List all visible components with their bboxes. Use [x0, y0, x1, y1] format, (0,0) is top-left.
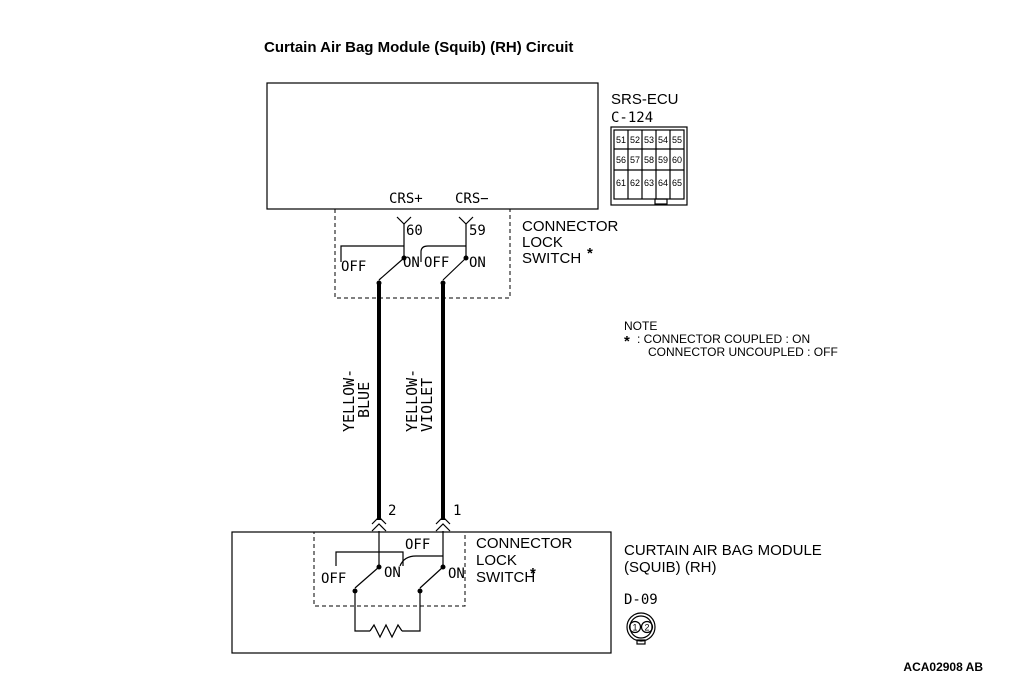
module-pin: 2	[644, 623, 649, 633]
ecu-lock-switch-label: LOCK	[522, 234, 563, 251]
module-lock-switch-label: SWITCH	[476, 569, 535, 586]
ecu-lock-switch-label: SWITCH	[522, 250, 581, 267]
ecu-pin: 58	[644, 155, 654, 165]
module-switch-on-label: ON	[384, 565, 401, 581]
ecu-pin: 62	[630, 178, 640, 188]
ecu-pin: 51	[616, 135, 626, 145]
module-switch-on-label: ON	[448, 566, 465, 582]
figure-code: ACA02908 AB	[903, 660, 983, 674]
ecu-pin: 59	[658, 155, 668, 165]
note-heading: NOTE	[624, 319, 657, 333]
ecu-terminal-signal: CRS−	[455, 191, 489, 207]
ecu-pin: 64	[658, 178, 668, 188]
srs-ecu-label: SRS-ECU	[611, 91, 679, 108]
wire-label-yellow-blue: YELLOW- BLUE	[340, 369, 373, 432]
module-name: (SQUIB) (RH)	[624, 559, 717, 576]
ecu-pin: 52	[630, 135, 640, 145]
srs-ecu-connector-id: C-124	[611, 110, 653, 126]
srs-ecu-box	[266, 82, 599, 210]
module-lock-switch-right	[399, 555, 446, 594]
svg-text:YELLOW-: YELLOW-	[340, 369, 358, 432]
module-terminal-number: 1	[453, 503, 461, 519]
ecu-lock-switch-label: CONNECTOR	[522, 218, 619, 235]
ecu-switch-off-label: OFF	[341, 259, 366, 275]
note-line: : CONNECTOR COUPLED : ON	[637, 332, 810, 346]
module-terminal-arrows	[371, 516, 451, 532]
note-asterisk: *	[624, 333, 630, 350]
ecu-pin-number: 60	[406, 223, 423, 239]
ecu-terminal-signal: CRS+	[389, 191, 423, 207]
ecu-pin: 53	[644, 135, 654, 145]
ecu-pin: 56	[616, 155, 626, 165]
ecu-switch-on-label: ON	[469, 255, 486, 271]
ecu-pin: 54	[658, 135, 668, 145]
module-switch-off-label: OFF	[321, 571, 346, 587]
ecu-terminal-fork	[396, 216, 474, 248]
module-lock-switch-asterisk: *	[530, 565, 536, 582]
svg-text:BLUE: BLUE	[355, 382, 373, 418]
diagram-title: Curtain Air Bag Module (Squib) (RH) Circ…	[264, 39, 573, 56]
ecu-pin-number: 59	[469, 223, 486, 239]
module-lock-switch-left	[335, 551, 404, 594]
svg-text:YELLOW-: YELLOW-	[403, 369, 421, 432]
ecu-lock-switch-asterisk: *	[587, 245, 593, 262]
module-lock-switch-label: LOCK	[476, 552, 517, 569]
module-pin: 1	[632, 623, 637, 633]
module-switch-off-label: OFF	[405, 537, 430, 553]
ecu-pin: 55	[672, 135, 682, 145]
module-terminal-number: 2	[388, 503, 396, 519]
module-lock-switch-label: CONNECTOR	[476, 535, 573, 552]
ecu-pin: 65	[672, 178, 682, 188]
svg-text:VIOLET: VIOLET	[418, 378, 436, 432]
ecu-pin: 60	[672, 155, 682, 165]
ecu-switch-on-label: ON	[403, 255, 420, 271]
ecu-pin: 63	[644, 178, 654, 188]
ecu-connector-enclosure	[334, 209, 511, 299]
module-name: CURTAIN AIR BAG MODULE	[624, 542, 822, 559]
squib-resistor	[354, 592, 421, 639]
module-connector-id: D-09	[624, 592, 658, 608]
module-connector-face: 1 2	[626, 612, 656, 645]
module-connector-enclosure	[313, 531, 466, 607]
ecu-pin: 61	[616, 178, 626, 188]
ecu-switch-off-label: OFF	[424, 255, 449, 271]
wire-label-yellow-violet: YELLOW- VIOLET	[403, 369, 436, 432]
note-line: CONNECTOR UNCOUPLED : OFF	[648, 345, 838, 359]
ecu-connector-face: 51 52 53 54 55 56 57 58 59 60 61 62 63 6…	[610, 126, 688, 206]
ecu-pin: 57	[630, 155, 640, 165]
